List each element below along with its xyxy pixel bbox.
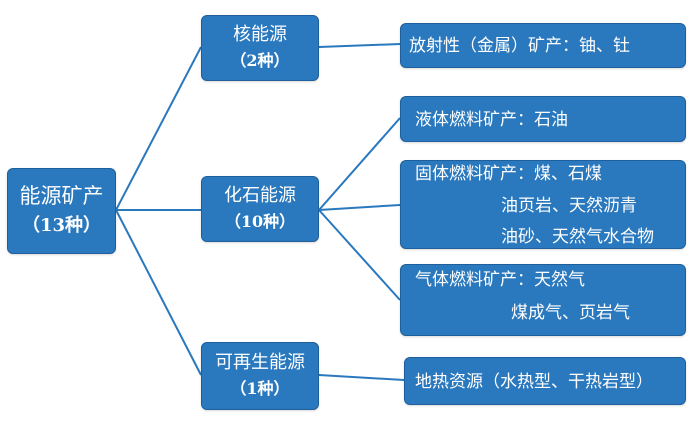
connector-fossil-liquid (318, 117, 401, 211)
leaf-solid-fuel: 固体燃料矿产：煤、石煤 油页岩、天然沥青 油砂、天然气水合物 (400, 160, 686, 249)
root-node: 能源矿产 （13种） (7, 168, 116, 254)
category-nuclear-count: （2种） (230, 51, 290, 70)
leaf-solid-fuel-line-3: 油砂、天然气水合物 (501, 227, 654, 247)
connector-fossil-solid (318, 204, 401, 211)
leaf-nuclear-line-1: 放射性（金属）矿产：铀、钍 (409, 36, 630, 56)
category-nuclear-title: 核能源 (233, 24, 287, 45)
category-fossil-count: （10种） (224, 212, 296, 231)
leaf-solid-fuel-line-2: 油页岩、天然沥青 (501, 196, 637, 216)
category-fossil: 化石能源 （10种） (201, 176, 319, 242)
connector-fossil-gas (318, 209, 401, 301)
root-title: 能源矿产 (19, 184, 104, 208)
connector-nuclear-leaf (318, 43, 401, 48)
leaf-geothermal: 地热资源（水热型、干热岩型） (404, 357, 686, 405)
leaf-gas-fuel-line-1: 气体燃料矿产：天然气 (415, 270, 585, 290)
root-count: （13种） (21, 215, 102, 236)
category-renewable-count: （1种） (230, 379, 290, 398)
leaf-liquid-fuel-line-1: 液体燃料矿产：石油 (415, 110, 568, 130)
leaf-gas-fuel-line-2: 煤成气、页岩气 (511, 303, 630, 323)
category-renewable: 可再生能源 （1种） (201, 342, 319, 410)
category-nuclear: 核能源 （2种） (201, 15, 319, 81)
leaf-nuclear: 放射性（金属）矿产：铀、钍 (400, 23, 686, 68)
connector-renewable-leaf (318, 374, 405, 381)
leaf-geothermal-line-1: 地热资源（水热型、干热岩型） (415, 372, 653, 392)
connector-root-nuclear (115, 46, 202, 211)
category-renewable-title: 可再生能源 (215, 352, 305, 373)
leaf-liquid-fuel: 液体燃料矿产：石油 (400, 96, 686, 142)
leaf-solid-fuel-line-1: 固体燃料矿产：煤、石煤 (415, 164, 602, 184)
leaf-gas-fuel: 气体燃料矿产：天然气 煤成气、页岩气 (400, 264, 686, 336)
category-fossil-title: 化石能源 (224, 185, 296, 206)
connector-root-renewable (115, 209, 202, 376)
